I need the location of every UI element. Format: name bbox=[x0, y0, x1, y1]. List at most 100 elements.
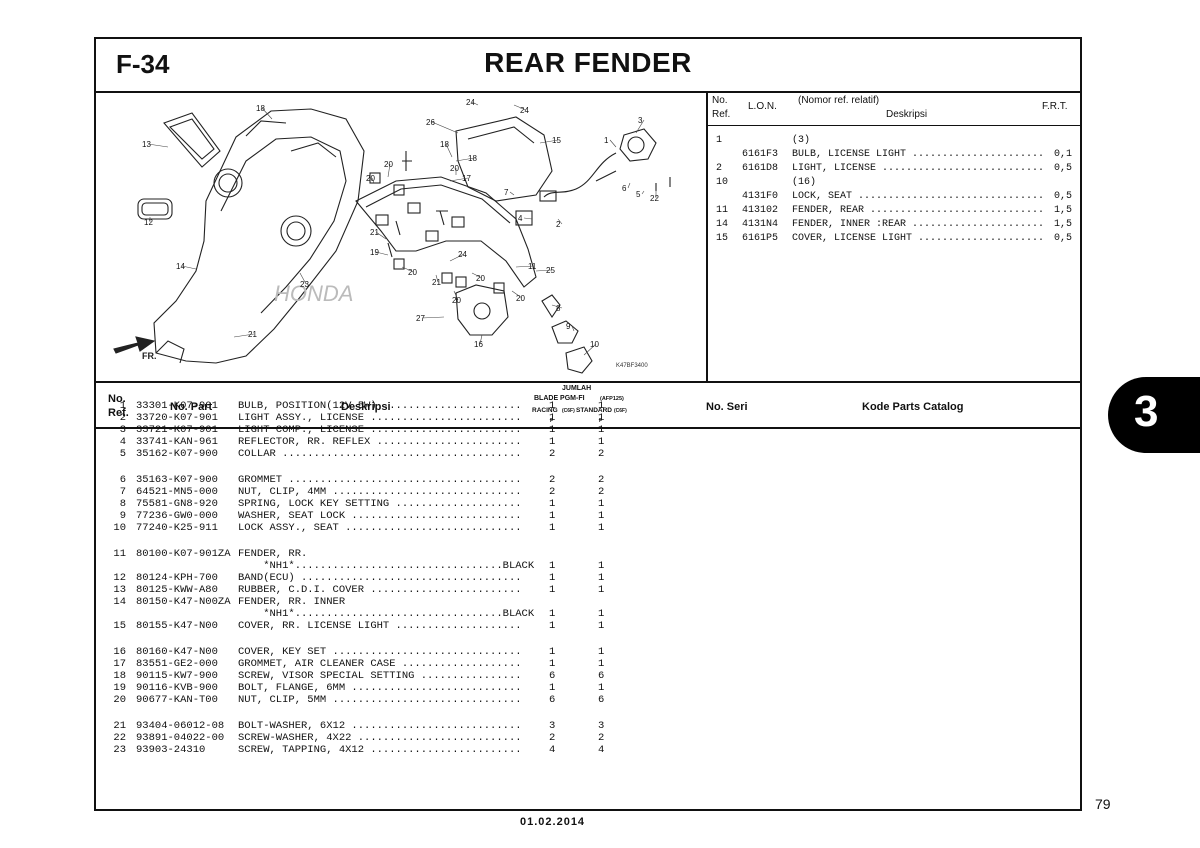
lon-code: 6161F3 bbox=[742, 149, 779, 160]
part-description: LIGHT COMP., LICENSE ...................… bbox=[238, 424, 522, 436]
footer-date: 01.02.2014 bbox=[520, 816, 586, 828]
part-description: GROMMET, AIR CLEANER CASE ..............… bbox=[238, 658, 522, 670]
lon-ref: 14 bbox=[716, 219, 729, 230]
callout-label: 8 bbox=[556, 304, 561, 313]
table-row: 5 35162-K07-900 COLLAR ...................… bbox=[96, 448, 1080, 460]
parts-header-f1: F bbox=[550, 418, 554, 424]
callout-label: 21 bbox=[370, 228, 379, 237]
part-ref: 20 bbox=[113, 694, 126, 706]
leader-line bbox=[535, 269, 553, 272]
callout-label: 24 bbox=[520, 106, 529, 115]
part-description: NUT, CLIP, 5MM .........................… bbox=[238, 694, 522, 706]
part-description: BULB, POSITION(12V 5W) .................… bbox=[238, 400, 522, 412]
part-ref: 5 bbox=[119, 448, 126, 460]
part-ref: 16 bbox=[113, 646, 126, 658]
qty-racing: 1 bbox=[549, 510, 556, 522]
license-light-unit bbox=[619, 128, 657, 162]
parts-header-racing: RACING bbox=[532, 407, 558, 414]
seat-lock-washer bbox=[551, 320, 579, 344]
leader-line bbox=[635, 119, 645, 134]
qty-standard: 1 bbox=[598, 510, 605, 522]
leader-line bbox=[435, 274, 439, 283]
lon-code: 6161P5 bbox=[742, 233, 779, 244]
parts-table-header: No. Ref. No. Part Deskripsi JUMLAH BLADE… bbox=[96, 381, 1080, 429]
part-description: FENDER, RR. bbox=[238, 548, 308, 560]
callout-label: 19 bbox=[370, 248, 379, 257]
leader-line bbox=[509, 191, 515, 196]
parts-header-standard: STANDARD bbox=[576, 407, 612, 414]
callout-label: 18 bbox=[440, 140, 449, 149]
part-ref: 14 bbox=[113, 596, 126, 608]
qty-standard: 2 bbox=[598, 474, 605, 486]
lon-header-lon: L.O.N. bbox=[748, 101, 777, 112]
part-ref: 17 bbox=[113, 658, 126, 670]
part-ref: 1 bbox=[119, 400, 126, 412]
part-number: 77240-K25-911 bbox=[136, 522, 218, 534]
part-ref: 2 bbox=[119, 412, 126, 424]
callout-label: 11 bbox=[528, 262, 537, 271]
part-number: 35162-K07-900 bbox=[136, 448, 218, 460]
qty-standard: 3 bbox=[598, 720, 605, 732]
part-description: BOLT-WASHER, 6X12 ......................… bbox=[238, 720, 522, 732]
qty-standard: 2 bbox=[598, 448, 605, 460]
lon-code: 4131F0 bbox=[742, 191, 779, 202]
callout-label: 23 bbox=[300, 280, 309, 289]
part-description: RUBBER, C.D.I. COVER ...................… bbox=[238, 584, 522, 596]
part-number: 77236-GW0-000 bbox=[136, 510, 218, 522]
reflector bbox=[515, 210, 533, 226]
part-ref: 7 bbox=[119, 486, 126, 498]
qty-racing: 1 bbox=[549, 646, 556, 658]
leader-line bbox=[523, 217, 533, 220]
front-direction-arrow bbox=[113, 336, 156, 354]
callout-label: 4 bbox=[518, 214, 523, 223]
section-tab: 3 bbox=[1108, 377, 1200, 453]
part-number: 90116-KVB-900 bbox=[136, 682, 218, 694]
qty-standard: 2 bbox=[598, 486, 605, 498]
callout-label: 9 bbox=[566, 322, 571, 331]
parts-header-no-part: No. Part bbox=[170, 401, 213, 413]
section-code: F-34 bbox=[116, 49, 170, 79]
lon-ref: 2 bbox=[716, 163, 723, 174]
part-ref: 22 bbox=[113, 732, 126, 744]
parts-header-model: BLADE PGM-FI bbox=[534, 395, 585, 402]
lon-header-frt: F.R.T. bbox=[1042, 101, 1068, 112]
lon-code: 413102 bbox=[742, 205, 779, 216]
leader-line bbox=[299, 272, 307, 285]
seat-lock-assy bbox=[565, 346, 593, 374]
page-title: REAR FENDER bbox=[484, 47, 692, 78]
leader-line bbox=[445, 143, 453, 158]
qty-racing: 1 bbox=[549, 608, 556, 620]
part-description: COLLAR .................................… bbox=[238, 448, 522, 460]
inner-rear-fender bbox=[153, 108, 365, 364]
qty-standard: 1 bbox=[598, 400, 605, 412]
lon-ref: 11 bbox=[716, 205, 729, 216]
qty-racing: 6 bbox=[549, 694, 556, 706]
qty-standard: 1 bbox=[598, 646, 605, 658]
qty-racing: 1 bbox=[549, 522, 556, 534]
part-number: 33721-K07-901 bbox=[136, 424, 218, 436]
leader-line bbox=[449, 177, 469, 182]
part-number: 35163-K07-900 bbox=[136, 474, 218, 486]
lon-header-nomor: (Nomor ref. relatif) bbox=[798, 95, 880, 106]
leader-line bbox=[515, 265, 535, 268]
qty-standard: 1 bbox=[598, 560, 605, 572]
leader-line bbox=[627, 182, 631, 189]
qty-standard: 1 bbox=[598, 522, 605, 534]
lon-header-ref: Ref. bbox=[712, 109, 731, 120]
part-ref: 4 bbox=[119, 436, 126, 448]
lon-description: (3) bbox=[792, 135, 811, 146]
leader-line bbox=[455, 157, 475, 162]
parts-header-f2: F bbox=[599, 418, 603, 424]
part-number: 83551-GE2-000 bbox=[136, 658, 218, 670]
part-ref: 10 bbox=[113, 522, 126, 534]
catalog-page-frame: F-34 REAR FENDER bbox=[94, 37, 1082, 811]
leader-line bbox=[401, 266, 415, 273]
